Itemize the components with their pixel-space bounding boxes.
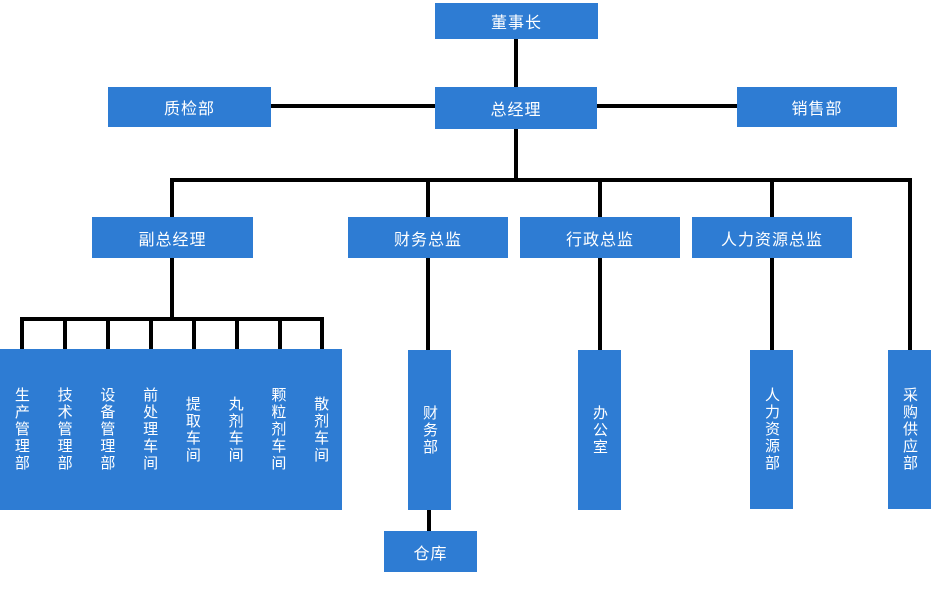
node-chairman-label: 董事长 (490, 15, 542, 32)
node-finance-dept: 财务部 (408, 350, 451, 510)
node-sales-dept: 销售部 (737, 87, 897, 127)
node-tech-mgmt-dept: 技术管理部 (43, 349, 86, 510)
node-powder-workshop-label: 散剂车间 (312, 395, 330, 464)
node-sales-dept-label: 销售部 (791, 101, 843, 118)
connector-quality-gm (271, 104, 435, 108)
node-extraction-workshop-label: 提取车间 (183, 395, 201, 464)
node-general-manager-label: 总经理 (490, 102, 542, 119)
connector-deputy-branch2 (170, 258, 174, 321)
node-extraction-workshop: 提取车间 (171, 349, 214, 510)
node-purchasing-supply-dept: 采购供应部 (888, 350, 931, 509)
connector-drop-admin-director (598, 178, 602, 217)
workshop-block: 生产管理部 技术管理部 设备管理部 前处理车间 提取车间 丸剂车间 颗粒剂车间 … (0, 349, 342, 510)
connector-drop-workshop-2 (63, 317, 67, 350)
connector-branch-workshops (20, 317, 324, 321)
connector-drop-finance-director (426, 178, 430, 217)
node-finance-director: 财务总监 (348, 217, 508, 258)
connector-drop-purchasing (908, 178, 912, 350)
connector-drop-workshop-5 (192, 317, 196, 350)
connector-gm-sales (597, 104, 737, 108)
node-hr-director-label: 人力资源总监 (720, 231, 823, 249)
connector-drop-hr-director (770, 178, 774, 217)
node-office: 办公室 (578, 350, 621, 510)
node-production-mgmt-dept: 生产管理部 (0, 349, 43, 510)
node-finance-director-label: 财务总监 (393, 231, 462, 249)
node-chairman: 董事长 (435, 3, 598, 39)
node-warehouse: 仓库 (384, 531, 477, 572)
node-office-label: 办公室 (591, 404, 608, 456)
node-equipment-mgmt-dept-label: 设备管理部 (98, 387, 116, 472)
node-powder-workshop: 散剂车间 (299, 349, 342, 510)
node-deputy-general-manager-label: 副总经理 (138, 231, 207, 249)
node-admin-director: 行政总监 (520, 217, 680, 258)
node-warehouse-label: 仓库 (413, 545, 448, 563)
node-granule-workshop-label: 颗粒剂车间 (269, 387, 287, 472)
node-hr-director: 人力资源总监 (692, 217, 852, 258)
node-pretreatment-workshop-label: 前处理车间 (141, 387, 159, 472)
connector-finance-warehouse (427, 510, 431, 531)
node-production-mgmt-dept-label: 生产管理部 (12, 387, 30, 472)
connector-branch-level3 (170, 178, 912, 182)
node-admin-director-label: 行政总监 (565, 231, 634, 249)
node-hr-dept-label: 人力资源部 (763, 387, 780, 472)
node-hr-dept: 人力资源部 (750, 350, 793, 509)
node-quality-dept-label: 质检部 (163, 101, 215, 118)
node-quality-dept: 质检部 (108, 87, 271, 127)
connector-drop-workshop-7 (278, 317, 282, 350)
connector-drop-workshop-1 (20, 317, 24, 350)
node-general-manager: 总经理 (435, 87, 597, 129)
node-finance-dept-label: 财务部 (421, 404, 438, 456)
connector-drop-deputy (170, 178, 174, 217)
node-granule-workshop: 颗粒剂车间 (257, 349, 300, 510)
node-pill-workshop: 丸剂车间 (214, 349, 257, 510)
connector-chairman-gm (514, 39, 518, 87)
node-deputy-general-manager: 副总经理 (92, 217, 253, 258)
connector-drop-workshop-6 (235, 317, 239, 350)
connector-drop-workshop-8 (320, 317, 324, 350)
connector-office (598, 258, 602, 350)
node-pretreatment-workshop: 前处理车间 (128, 349, 171, 510)
node-tech-mgmt-dept-label: 技术管理部 (55, 387, 73, 472)
connector-hr-dept (770, 258, 774, 350)
connector-gm-branch (514, 129, 518, 182)
connector-drop-workshop-3 (106, 317, 110, 350)
node-equipment-mgmt-dept: 设备管理部 (86, 349, 129, 510)
connector-drop-workshop-4 (149, 317, 153, 350)
connector-finance-dept (426, 258, 430, 350)
node-purchasing-supply-dept-label: 采购供应部 (901, 387, 918, 472)
node-pill-workshop-label: 丸剂车间 (226, 395, 244, 464)
